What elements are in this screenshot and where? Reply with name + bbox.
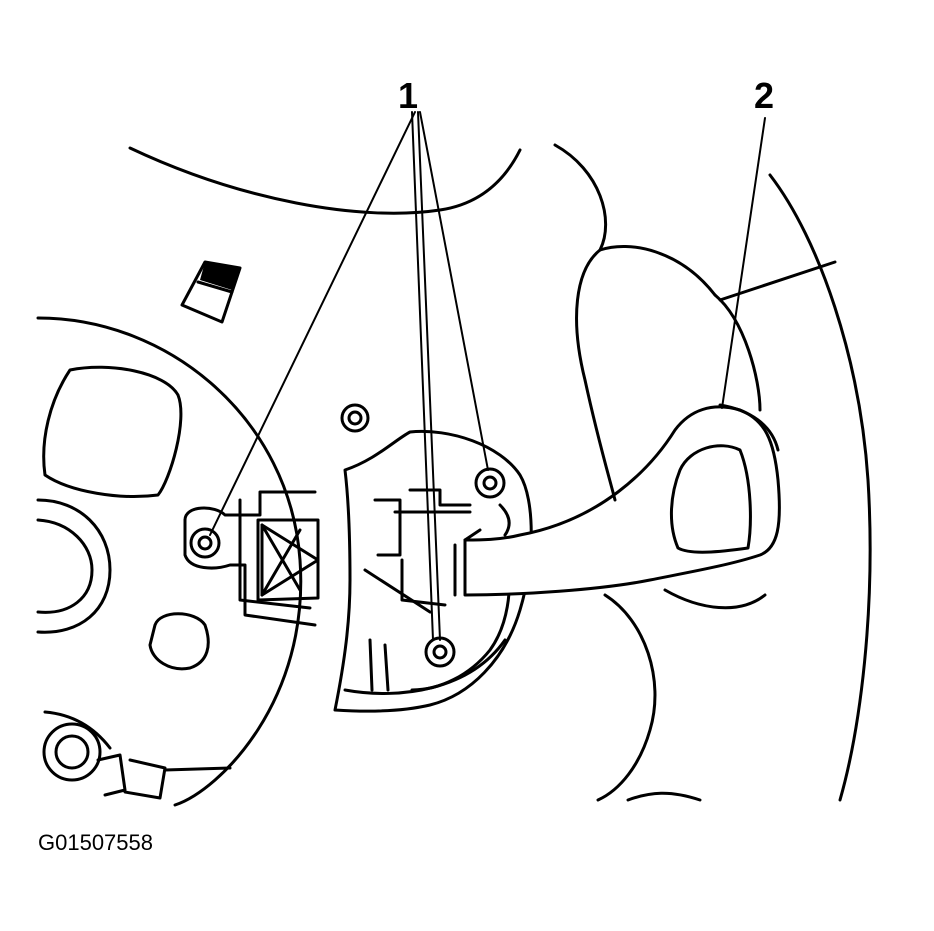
wiper-switch-lever — [453, 403, 781, 597]
left-connector — [183, 490, 320, 627]
clockspring-disc — [36, 316, 303, 807]
screw-top-right — [474, 467, 506, 499]
column-cover-arc — [128, 146, 522, 215]
locating-pin — [340, 403, 370, 433]
screw-bottom — [424, 636, 456, 668]
figure-code: G01507558 — [38, 830, 153, 855]
steering-wheel-hub — [553, 143, 872, 802]
callout-1-label: 1 — [398, 75, 418, 116]
callout-2-label: 2 — [754, 75, 774, 116]
alignment-tab — [180, 260, 242, 324]
callout-2-leader — [721, 117, 766, 409]
screw-left — [189, 527, 221, 559]
callout-1-leaders — [209, 111, 489, 641]
